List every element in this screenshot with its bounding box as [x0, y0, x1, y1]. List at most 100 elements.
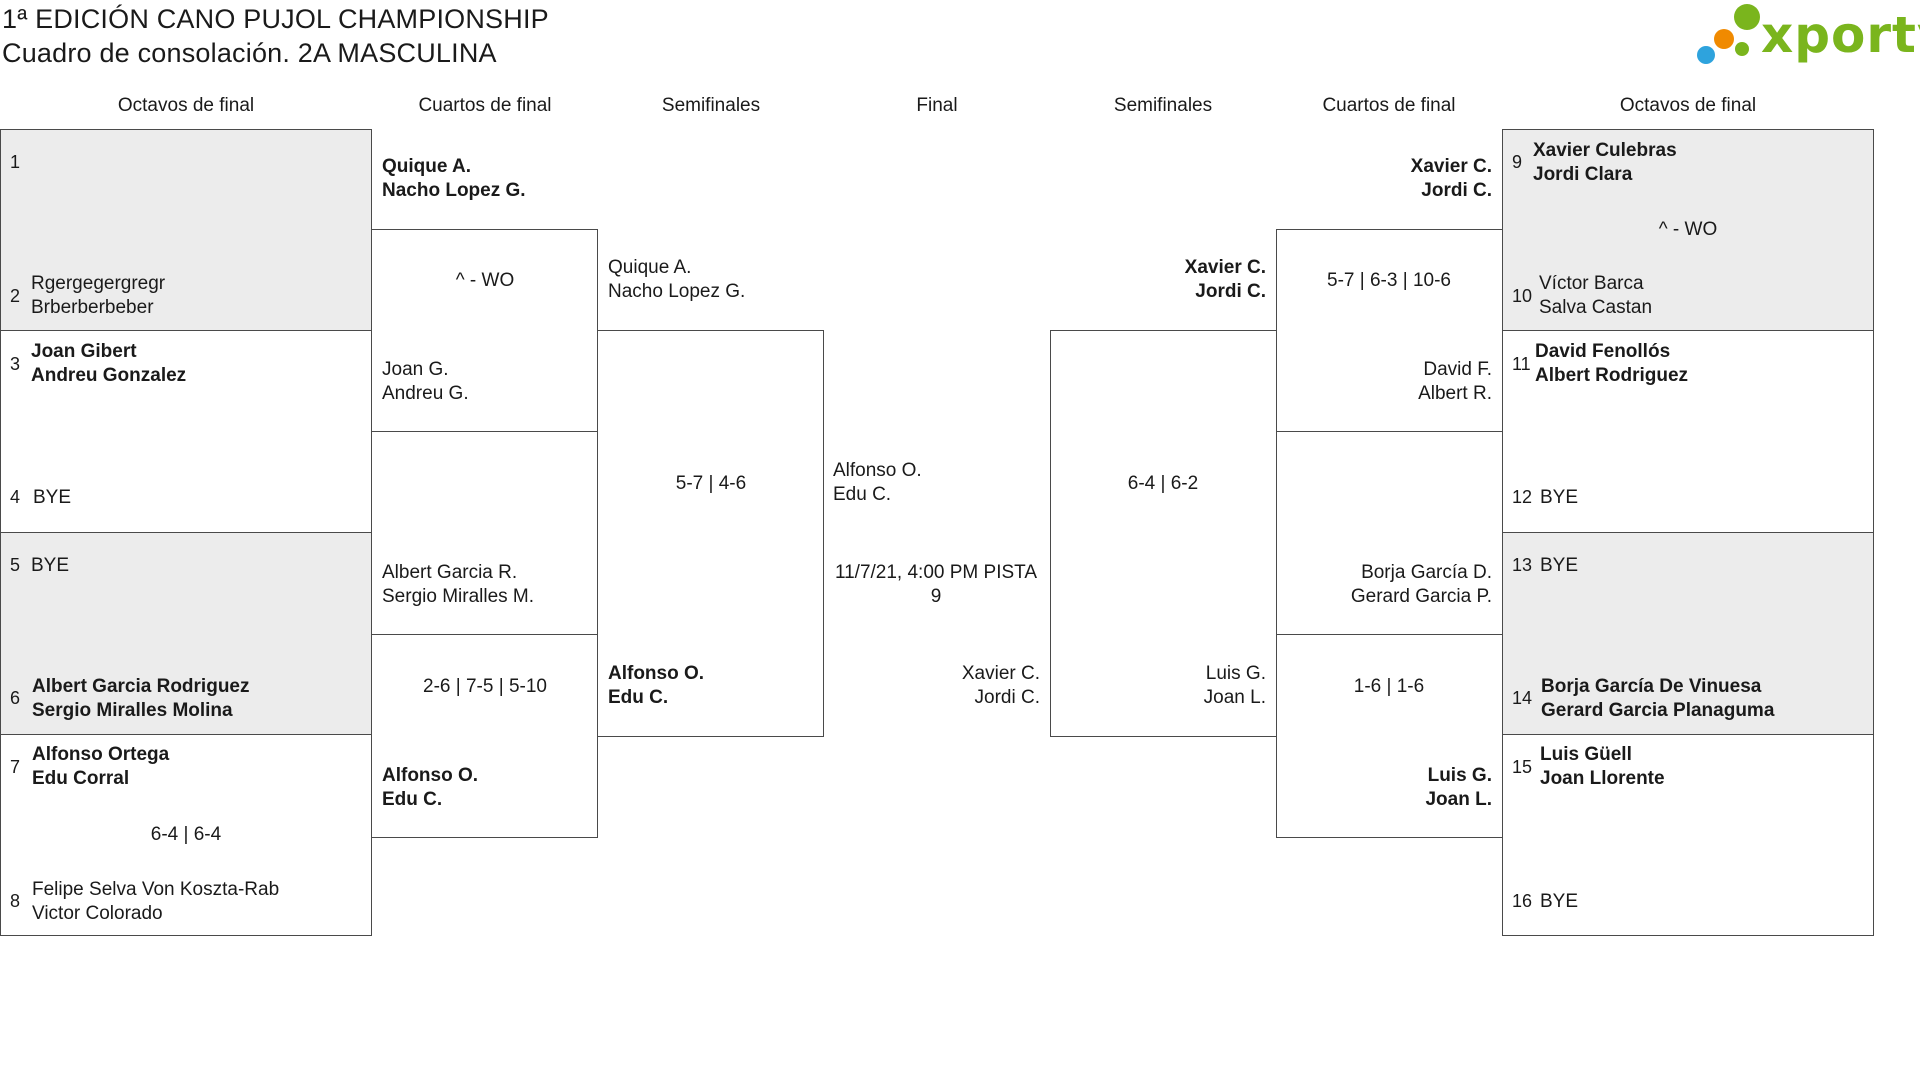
player-name: Borja García D. [1361, 562, 1492, 583]
match-score: ^ - WO [455, 270, 515, 291]
tournament-name: 1ª EDICIÓN CANO PUJOL CHAMPIONSHIP [2, 4, 549, 34]
team-slot-11[interactable]: David Fenollós Albert Rodriguez [1535, 340, 1688, 387]
player-name: Borja García De Vinuesa [1541, 676, 1762, 697]
player-name: Edu C. [382, 788, 443, 810]
team-slot-14[interactable]: Borja García De Vinuesa Gerard Garcia Pl… [1541, 675, 1774, 722]
player-name: Alfonso O. [382, 765, 479, 786]
player-name: Nacho Lopez G. [382, 179, 526, 201]
team-slot-10[interactable]: Víctor Barca Salva Castan [1539, 272, 1652, 319]
team-slot-12[interactable]: BYE [1540, 487, 1579, 508]
logo-dot-blue [1697, 46, 1715, 64]
header-left-r16: Octavos de final [117, 95, 255, 116]
team-right-qf-third[interactable]: Borja García D. Gerard Garcia P. [1276, 561, 1492, 608]
team-final-bottom[interactable]: Xavier C. Jordi C. [824, 662, 1040, 709]
seed-number: 13 [1512, 555, 1533, 575]
seed-number: 5 [10, 555, 21, 575]
seed-number: 2 [10, 286, 21, 306]
page-title: 1ª EDICIÓN CANO PUJOL CHAMPIONSHIP Cuadr… [2, 2, 549, 70]
header-right-qf: Cuartos de final [1322, 95, 1456, 116]
match-box-15-16[interactable] [1502, 734, 1874, 936]
player-name: Xavier C. [1184, 257, 1266, 278]
player-name: Edu Corral [32, 767, 130, 789]
team-slot-16[interactable]: BYE [1540, 891, 1579, 912]
draw-name: Cuadro de consolación. 2A MASCULINA [2, 38, 497, 68]
match-box-left-sf[interactable] [597, 330, 824, 737]
player-name: Xavier C. [961, 663, 1040, 684]
seed-number: 10 [1512, 286, 1533, 306]
team-right-sf-bottom[interactable]: Luis G. Joan L. [1050, 662, 1266, 709]
player-name: Andreu G. [382, 382, 469, 404]
player-name: Edu C. [833, 483, 892, 505]
seed-number: 9 [1512, 152, 1523, 172]
player-name: Xavier C. [1410, 156, 1492, 177]
seed-number: 11 [1512, 354, 1531, 374]
player-name: Jordi Clara [1533, 163, 1633, 185]
player-name: Luis G. [1205, 663, 1266, 684]
player-name: Joan Llorente [1540, 767, 1665, 789]
match-score: 6-4 | 6-4 [150, 824, 222, 845]
team-left-qf-second[interactable]: Joan G. Andreu G. [382, 358, 469, 405]
logo-dot-green-small [1735, 42, 1749, 56]
player-name: Rgergegergregr [31, 273, 166, 294]
team-slot-6[interactable]: Albert Garcia Rodriguez Sergio Miralles … [32, 675, 250, 722]
match-box-1-2[interactable] [0, 129, 372, 331]
match-score: 6-4 | 6-2 [1127, 473, 1199, 494]
team-left-sf-bottom[interactable]: Alfonso O. Edu C. [608, 662, 704, 709]
team-slot-5[interactable]: BYE [31, 555, 70, 576]
match-box-right-sf[interactable] [1050, 330, 1277, 737]
match-schedule: 11/7/21, 4:00 PM PISTA 9 [834, 562, 1038, 607]
team-final-top[interactable]: Alfonso O. Edu C. [833, 459, 922, 506]
seed-number: 8 [10, 891, 21, 911]
player-name: Joan L. [1203, 686, 1266, 708]
team-slot-4[interactable]: BYE [33, 487, 72, 508]
player-name: Sergio Miralles M. [382, 585, 535, 607]
team-right-sf-top[interactable]: Xavier C. Jordi C. [1050, 256, 1266, 303]
match-score: 1-6 | 1-6 [1353, 676, 1425, 697]
player-name: Felipe Selva Von Koszta-Rab [32, 879, 280, 900]
team-left-sf-top[interactable]: Quique A. Nacho Lopez G. [608, 256, 745, 303]
seed-number: 6 [10, 688, 21, 708]
team-left-qf-bottom[interactable]: Alfonso O. Edu C. [382, 764, 478, 811]
player-name: Albert Garcia Rodriguez [32, 676, 250, 697]
match-box-5-6[interactable] [0, 532, 372, 735]
team-right-qf-second[interactable]: David F. Albert R. [1276, 358, 1492, 405]
seed-number: 3 [10, 354, 21, 374]
player-name: Alfonso O. [833, 460, 922, 481]
seed-number: 14 [1512, 688, 1533, 708]
player-name: David F. [1423, 359, 1492, 380]
team-left-qf-top[interactable]: Quique A. Nacho Lopez G. [382, 155, 526, 202]
logo-wordmark: xporty [1761, 6, 1920, 64]
player-name: Alfonso Ortega [32, 744, 170, 765]
logo-dot-orange [1714, 29, 1734, 49]
team-slot-3[interactable]: Joan Gibert Andreu Gonzalez [31, 340, 186, 387]
team-slot-15[interactable]: Luis Güell Joan Llorente [1540, 743, 1665, 790]
player-name: Brberberbeber [31, 296, 154, 318]
player-name: Sergio Miralles Molina [32, 699, 233, 721]
xporty-logo[interactable]: xporty [1697, 4, 1920, 68]
player-name: Albert Rodriguez [1535, 364, 1689, 386]
player-name: Alfonso O. [608, 663, 705, 684]
header-left-qf: Cuartos de final [418, 95, 552, 116]
seed-number: 4 [10, 487, 21, 507]
player-name: Quique A. [608, 257, 692, 278]
player-name: Luis G. [1427, 765, 1492, 786]
team-slot-7[interactable]: Alfonso Ortega Edu Corral [32, 743, 169, 790]
match-score: ^ - WO [1658, 219, 1718, 240]
team-slot-2[interactable]: Rgergegergregr Brberberbeber [31, 272, 165, 319]
match-score: 2-6 | 7-5 | 5-10 [423, 676, 547, 697]
header-right-sf: Semifinales [1113, 95, 1213, 116]
team-left-qf-third[interactable]: Albert Garcia R. Sergio Miralles M. [382, 561, 534, 608]
player-name: Luis Güell [1540, 744, 1632, 765]
team-slot-13[interactable]: BYE [1540, 555, 1579, 576]
seed-number: 16 [1512, 891, 1533, 911]
match-box-9-10[interactable] [1502, 129, 1874, 331]
team-right-qf-top[interactable]: Xavier C. Jordi C. [1276, 155, 1492, 202]
team-right-qf-bottom[interactable]: Luis G. Joan L. [1276, 764, 1492, 811]
player-name: Víctor Barca [1539, 273, 1644, 294]
seed-number: 1 [10, 152, 21, 172]
team-slot-9[interactable]: Xavier Culebras Jordi Clara [1533, 139, 1677, 186]
player-name: Jordi C. [1195, 280, 1266, 302]
player-name: Gerard Garcia P. [1350, 585, 1492, 607]
team-slot-8[interactable]: Felipe Selva Von Koszta-Rab Victor Color… [32, 878, 279, 925]
seed-number: 15 [1512, 757, 1533, 777]
